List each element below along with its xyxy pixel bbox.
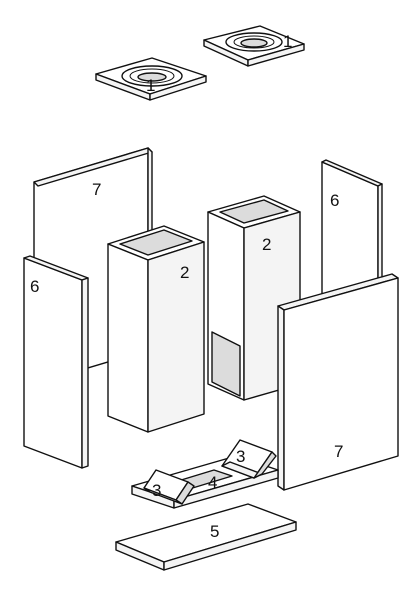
label-6-side: 6 bbox=[30, 277, 39, 296]
label-4: 4 bbox=[208, 473, 217, 492]
side-panel-left-part: 6 bbox=[23, 255, 89, 469]
column-right-part: 2 bbox=[207, 195, 301, 401]
wedge-left-part: 3 bbox=[143, 469, 195, 505]
label-1-right: 1 bbox=[283, 32, 292, 51]
label-5: 5 bbox=[210, 522, 219, 541]
label-1-left: 1 bbox=[146, 76, 155, 95]
side-panel-right-part: 7 bbox=[277, 273, 399, 491]
label-2-right: 2 bbox=[262, 235, 271, 254]
label-7-back: 7 bbox=[92, 180, 101, 199]
floor-slab-part: 5 bbox=[115, 503, 297, 571]
wedge-right-part: 3 bbox=[221, 439, 277, 479]
column-left-part: 2 bbox=[107, 225, 205, 433]
cap-left-part: 1 bbox=[95, 57, 207, 101]
cap-right-part: 1 bbox=[203, 25, 305, 67]
label-3-left: 3 bbox=[152, 481, 161, 500]
label-7-side: 7 bbox=[334, 442, 343, 461]
label-6-back: 6 bbox=[330, 191, 339, 210]
label-2-left: 2 bbox=[180, 263, 189, 282]
label-3-right: 3 bbox=[236, 447, 245, 466]
